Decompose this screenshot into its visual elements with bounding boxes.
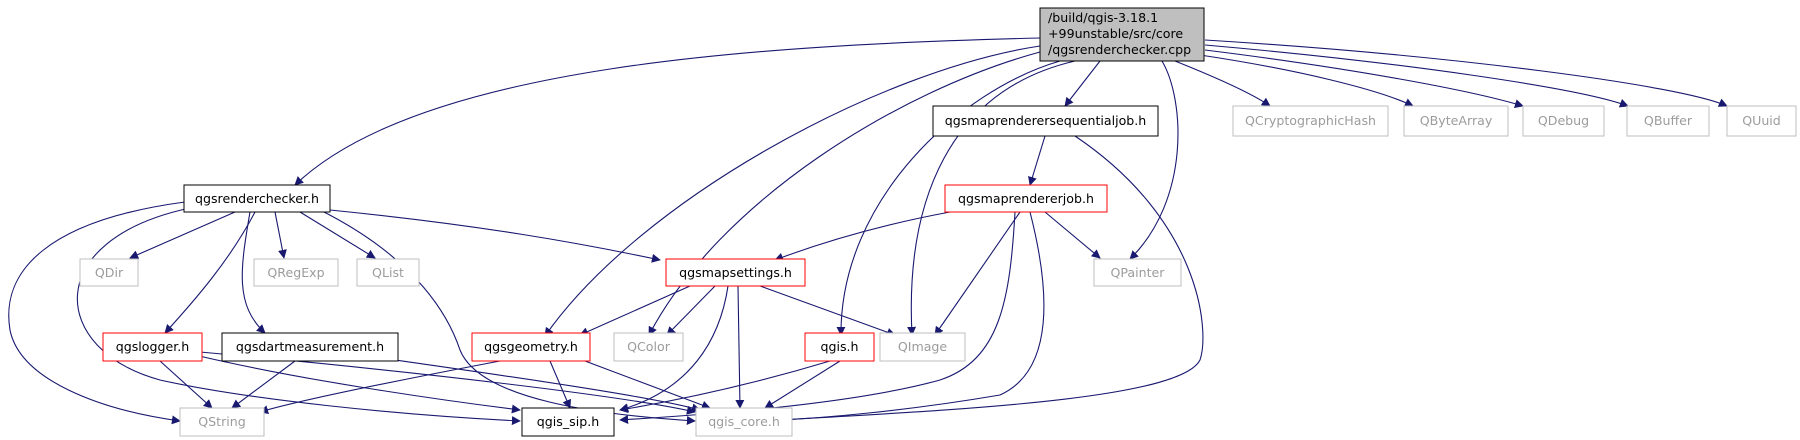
edge-rendererjob-to-qpainter — [1044, 211, 1101, 259]
edge-geometry-to-qgis-sip — [549, 360, 571, 409]
node-label-qimage: QImage — [898, 339, 948, 354]
edge-root-to-qgsgeometry — [544, 45, 1041, 337]
edge-renderchecker-to-qgsmapsettings — [329, 209, 661, 263]
edge-renderchecker-to-qgslogger — [164, 211, 256, 334]
node-label-qstring: QString — [198, 414, 246, 429]
node-root-label-line1: /build/qgis-3.18.1 — [1048, 10, 1158, 25]
node-label-qgsmaprendererjob: qgsmaprendererjob.h — [958, 191, 1094, 206]
node-label-qgis: qgis.h — [820, 339, 858, 354]
node-qregexp[interactable]: QRegExp — [253, 258, 339, 287]
node-qgis[interactable]: qgis.h — [804, 332, 875, 362]
node-qbuffer[interactable]: QBuffer — [1626, 105, 1710, 137]
node-qpainter[interactable]: QPainter — [1093, 258, 1182, 287]
edge-logger-to-qgis-sip — [194, 354, 521, 414]
node-qstring[interactable]: QString — [179, 407, 265, 437]
node-root-box — [1039, 7, 1205, 62]
edge-renderchecker-to-qdir — [129, 211, 236, 259]
node-label-qbytearray: QByteArray — [1420, 113, 1493, 128]
edge-mapsettings-to-qgsgeometry — [579, 285, 691, 336]
node-qgsgeometry[interactable]: qgsgeometry.h — [471, 332, 591, 362]
edge-renderchecker-to-qregexp — [274, 211, 287, 259]
node-qdir[interactable]: QDir — [79, 258, 139, 287]
edge-rendererjob-to-qimage — [934, 211, 1021, 336]
node-qbytearray[interactable]: QByteArray — [1403, 105, 1509, 137]
node-qgis-core[interactable]: qgis_core.h — [695, 407, 793, 437]
node-root-label-line3: /qgsrenderchecker.cpp — [1048, 42, 1191, 57]
edge-dart-to-qgis-core — [359, 354, 701, 413]
edge-root-to-qdebug — [1204, 49, 1524, 108]
edge-root-to-qpainter — [1129, 60, 1179, 260]
edge-root-to-qbuffer — [1204, 44, 1629, 108]
edge-seqjob-to-qgis-core — [779, 135, 1204, 425]
edge-mapsettings-to-qcolor — [666, 285, 716, 336]
node-qgsmapsettings[interactable]: qgsmapsettings.h — [665, 258, 806, 287]
edge-root-to-qimage — [907, 60, 1076, 336]
node-qcryptographichash[interactable]: QCryptographicHash — [1232, 105, 1389, 137]
node-qgsdartmeasurement[interactable]: qgsdartmeasurement.h — [221, 332, 399, 362]
node-qgslogger[interactable]: qgslogger.h — [102, 332, 203, 362]
node-qcolor[interactable]: QColor — [613, 332, 684, 362]
node-qimage[interactable]: QImage — [879, 332, 966, 362]
edge-geometry-to-qstring — [259, 360, 501, 414]
node-root-qgsrenderchecker-cpp[interactable]: /build/qgis-3.18.1 +99unstable/src/core … — [1039, 7, 1205, 62]
edge-renderchecker-to-qgis-sip — [76, 207, 521, 426]
edge-mapsettings-to-qimage — [759, 285, 896, 337]
edge-qgis-to-qgis-sip — [619, 360, 831, 414]
node-qdebug[interactable]: QDebug — [1522, 105, 1605, 137]
node-label-qcryptographichash: QCryptographicHash — [1245, 113, 1376, 128]
node-qgsmaprenderersequentialjob[interactable]: qgsmaprenderersequentialjob.h — [932, 105, 1159, 137]
node-label-qlist: QList — [372, 265, 404, 280]
edge-rendererjob-to-qgis-sip — [619, 211, 1016, 424]
edge-root-to-quuid — [1204, 39, 1728, 107]
edge-root-to-qbytearray — [1199, 54, 1414, 107]
edge-renderchecker-to-qgsdartmeasurement — [241, 211, 266, 334]
node-label-qgis-core: qgis_core.h — [708, 414, 780, 429]
edge-mapsettings-to-qgis-core — [735, 285, 745, 409]
node-label-quuid: QUuid — [1742, 113, 1781, 128]
edge-renderchecker-to-qlist — [299, 211, 376, 259]
node-label-qgsrenderchecker: qgsrenderchecker.h — [195, 191, 319, 206]
node-qgis-sip[interactable]: qgis_sip.h — [521, 407, 615, 437]
edge-root-to-qgis — [836, 60, 1061, 336]
edge-rendererjob-to-qgsmapsettings — [774, 211, 951, 262]
node-label-qcolor: QColor — [627, 339, 671, 354]
node-label-qgsgeometry: qgsgeometry.h — [484, 339, 578, 354]
node-label-qgsmapsettings: qgsmapsettings.h — [679, 265, 792, 280]
node-label-qregexp: QRegExp — [267, 265, 324, 280]
node-label-qpainter: QPainter — [1110, 265, 1165, 280]
node-label-qdir: QDir — [95, 265, 124, 280]
edge-renderchecker-to-qstring — [8, 201, 186, 425]
edge-qgis-to-qgis-core — [764, 360, 841, 409]
node-root-label-line2: +99unstable/src/core — [1048, 26, 1183, 41]
edge-logger-to-qstring — [159, 360, 213, 409]
node-qlist[interactable]: QList — [356, 258, 420, 287]
node-label-qgsdartmeasurement: qgsdartmeasurement.h — [236, 339, 384, 354]
node-label-qbuffer: QBuffer — [1644, 113, 1693, 128]
edge-root-to-qgsrenderchecker — [294, 37, 1041, 186]
dependency-edges — [8, 37, 1728, 426]
node-label-qdebug: QDebug — [1538, 113, 1589, 128]
node-label-qgslogger: qgslogger.h — [116, 339, 190, 354]
edge-seqjob-to-qgsmaprendererjob — [1028, 135, 1046, 186]
edge-geometry-to-qgis-core — [584, 360, 711, 410]
node-quuid[interactable]: QUuid — [1726, 105, 1797, 137]
edge-mapsettings-to-qgis-sip — [619, 285, 729, 413]
edge-root-to-qcryptographichash — [1174, 60, 1271, 107]
edge-rendererjob-to-qgis-core — [779, 211, 1045, 425]
node-label-qgis-sip: qgis_sip.h — [537, 414, 599, 429]
edge-dart-to-qstring — [231, 360, 296, 409]
node-qgsmaprendererjob[interactable]: qgsmaprendererjob.h — [944, 184, 1108, 213]
edge-root-to-qgsmaprenderersequentialjob — [1064, 60, 1101, 107]
node-label-qgsmaprenderersequentialjob: qgsmaprenderersequentialjob.h — [945, 113, 1147, 128]
node-qgsrenderchecker[interactable]: qgsrenderchecker.h — [183, 184, 331, 213]
